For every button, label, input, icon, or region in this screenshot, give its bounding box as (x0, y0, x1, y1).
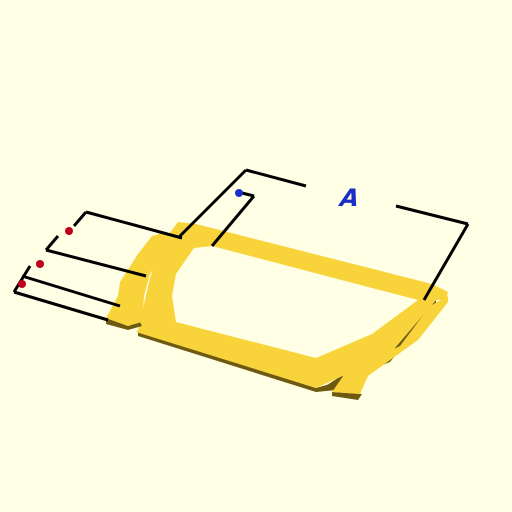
marker-dot-2 (36, 260, 44, 268)
extension-line-3 (21, 274, 121, 308)
left-dimension-group (12, 210, 183, 322)
outer-frame-top-face (136, 222, 448, 388)
left-dim-segment-2 (44, 235, 60, 251)
top-dim-inner-extension (210, 195, 256, 247)
extension-line-1 (85, 210, 183, 240)
extension-line-4 (13, 290, 109, 322)
top-dim-marker (235, 189, 243, 197)
left-dim-segment-3 (12, 265, 32, 293)
left-dim-segment-1 (72, 211, 88, 227)
marker-dot-3 (18, 280, 26, 288)
top-dimension-group (176, 168, 470, 301)
left-strip-side-edge (106, 318, 142, 330)
left-strip-top-face (106, 232, 178, 326)
left-dimension-markers (18, 227, 73, 288)
extension-line-2 (45, 248, 147, 278)
top-dim-line-left (245, 168, 307, 188)
top-dim-left-extension (176, 168, 248, 240)
marker-dot-1 (65, 227, 73, 235)
part-left-strip (106, 232, 178, 330)
right-strip-top-face (332, 296, 448, 394)
top-dim-line-right (395, 204, 469, 226)
part-right-strip (332, 296, 448, 400)
top-dim-right-extension (422, 223, 470, 301)
part-outer-frame (136, 222, 448, 392)
right-strip-side-edge (332, 392, 362, 400)
